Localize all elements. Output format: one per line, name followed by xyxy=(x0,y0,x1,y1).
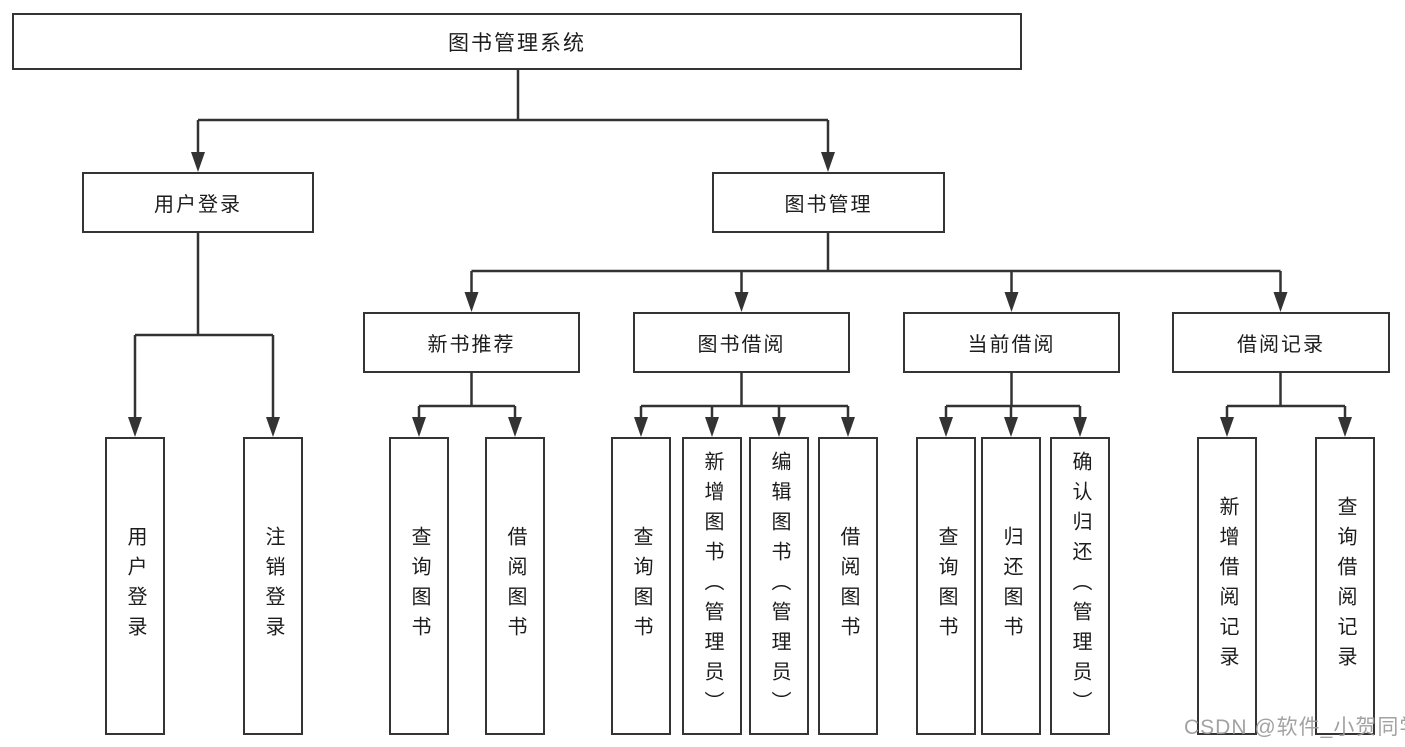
arrow-down-icon xyxy=(772,417,786,437)
arrow-down-icon xyxy=(1073,417,1087,437)
connector-borrow-record-branch xyxy=(1225,373,1347,421)
node-label: 图书管理系统 xyxy=(448,31,586,55)
arrow-down-icon xyxy=(508,417,522,437)
connector-current-borrow-branch xyxy=(944,373,1082,421)
leaf-borrow-books: 借阅图书 xyxy=(818,437,878,735)
arrow-down-icon xyxy=(1273,292,1288,312)
arrow-down-icon xyxy=(1004,292,1019,312)
arrow-down-icon xyxy=(634,417,648,437)
leaf-user-login: 用户登录 xyxy=(105,437,165,735)
arrow-down-icon xyxy=(1220,417,1234,437)
leaf-query-books-borrow: 查询图书 xyxy=(611,437,671,735)
leaf-label: 查询借阅记录 xyxy=(1334,496,1356,676)
leaf-edit-books-admin: 编辑图书（管理员） xyxy=(749,437,809,735)
leaf-label: 归还图书 xyxy=(1000,526,1022,646)
connector-user-login-branch xyxy=(133,233,275,421)
connector-new-book-branch xyxy=(417,373,517,421)
connector-book-borrow-branch xyxy=(639,373,850,421)
leaf-borrow-books-recommend: 借阅图书 xyxy=(485,437,545,735)
node-root-library-system: 图书管理系统 xyxy=(12,13,1022,70)
node-book-management: 图书管理 xyxy=(712,172,945,233)
arrow-down-icon xyxy=(705,417,719,437)
arrow-down-icon xyxy=(821,152,835,172)
arrow-down-icon xyxy=(128,417,142,437)
leaf-return-books: 归还图书 xyxy=(981,437,1041,735)
arrow-down-icon xyxy=(191,152,205,172)
leaf-label: 用户登录 xyxy=(124,526,146,646)
node-label: 新书推荐 xyxy=(427,334,516,356)
arrow-down-icon xyxy=(1004,417,1018,437)
connector-book-mgmt-branch xyxy=(470,233,1282,296)
node-label: 图书管理 xyxy=(784,194,873,216)
leaf-query-borrow-record: 查询借阅记录 xyxy=(1315,437,1375,735)
leaf-label: 借阅图书 xyxy=(504,526,526,646)
node-current-borrow: 当前借阅 xyxy=(903,312,1120,373)
node-new-book-recommend: 新书推荐 xyxy=(363,312,580,373)
leaf-label: 新增图书（管理员） xyxy=(701,451,723,721)
leaf-label: 查询图书 xyxy=(935,526,957,646)
node-book-borrow: 图书借阅 xyxy=(633,312,850,373)
leaf-label: 确认归还（管理员） xyxy=(1069,451,1091,721)
leaf-label: 注销登录 xyxy=(262,526,284,646)
leaf-label: 借阅图书 xyxy=(837,526,859,646)
arrow-down-icon xyxy=(734,292,749,312)
leaf-confirm-return-admin: 确认归还（管理员） xyxy=(1050,437,1110,735)
arrowheads xyxy=(128,152,1352,437)
node-label: 用户登录 xyxy=(154,194,242,216)
leaf-add-borrow-record: 新增借阅记录 xyxy=(1197,437,1257,735)
csdn-watermark: CSDN @软件_小贺同学 xyxy=(1184,716,1405,739)
node-label: 图书借阅 xyxy=(697,334,786,356)
arrow-down-icon xyxy=(939,417,953,437)
leaf-add-books-admin: 新增图书（管理员） xyxy=(682,437,742,735)
leaf-label: 查询图书 xyxy=(630,526,652,646)
leaf-label: 新增借阅记录 xyxy=(1216,496,1238,676)
leaf-label: 查询图书 xyxy=(408,526,430,646)
node-label: 当前借阅 xyxy=(967,334,1056,356)
node-borrow-records: 借阅记录 xyxy=(1172,312,1390,373)
arrow-down-icon xyxy=(1338,417,1352,437)
node-user-login: 用户登录 xyxy=(82,172,314,233)
leaf-query-books-current: 查询图书 xyxy=(916,437,976,735)
arrow-down-icon xyxy=(266,417,280,437)
arrow-down-icon xyxy=(412,417,426,437)
arrow-down-icon xyxy=(464,292,479,312)
leaf-query-books-recommend: 查询图书 xyxy=(389,437,449,735)
node-label: 借阅记录 xyxy=(1237,334,1325,356)
arrow-down-icon xyxy=(841,417,855,437)
connector-root-branch xyxy=(196,70,830,156)
leaf-label: 编辑图书（管理员） xyxy=(768,451,790,721)
leaf-logout: 注销登录 xyxy=(243,437,303,735)
